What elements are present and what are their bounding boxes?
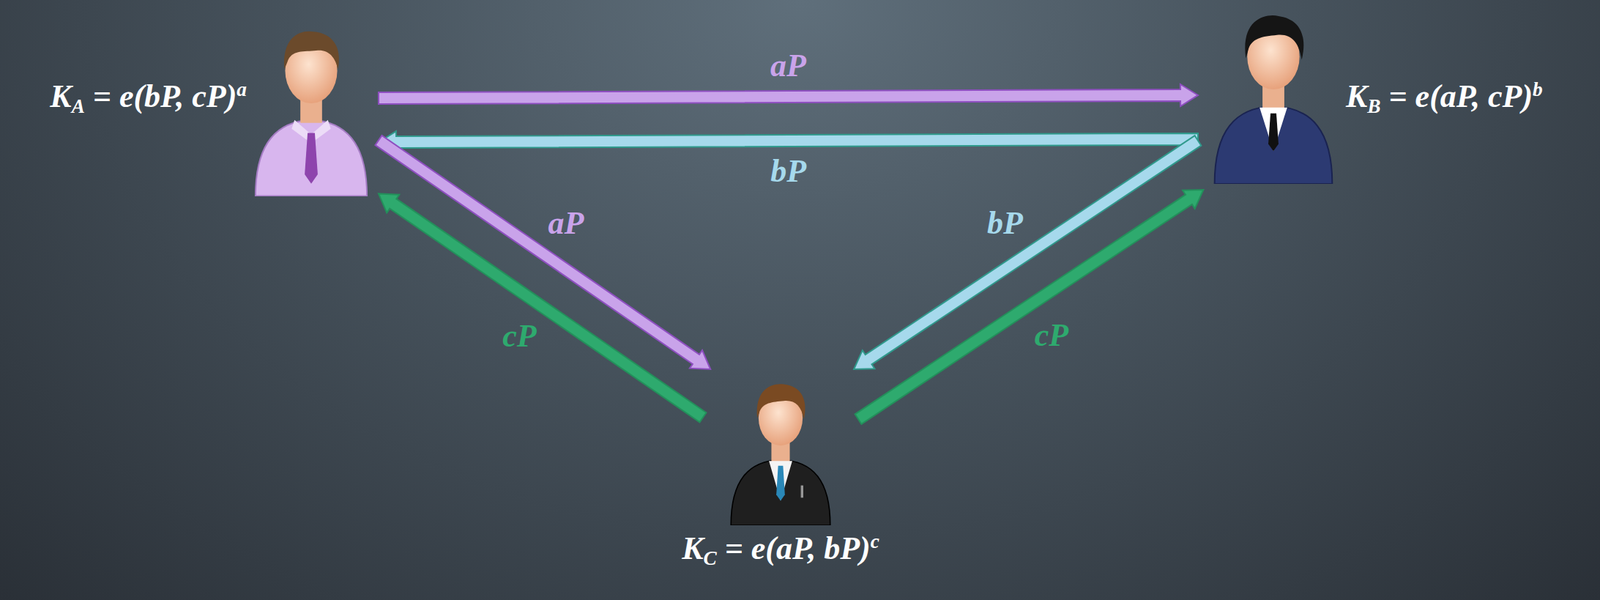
edge-label: bP xyxy=(770,153,807,189)
edge-label: cP xyxy=(1034,317,1069,353)
edge-label: aP xyxy=(770,48,807,84)
key-formula: KB = e(aP, cP)b xyxy=(1345,79,1543,115)
person-node: KC = e(aP, bP)c xyxy=(708,374,853,526)
key-formula: KA = e(bP, cP)a xyxy=(49,79,247,115)
key-formula: KC = e(aP, bP)c xyxy=(681,530,880,567)
person-icon xyxy=(1203,5,1343,184)
edge-label: aP xyxy=(548,205,585,241)
person-icon xyxy=(708,374,853,526)
message-arrow xyxy=(375,135,712,370)
person-node: KA = e(bP, cP)a xyxy=(249,18,373,197)
message-arrow xyxy=(378,193,707,422)
edge-label: bP xyxy=(987,205,1023,241)
person-icon xyxy=(249,18,373,197)
message-arrow xyxy=(855,189,1204,424)
edge-label: cP xyxy=(502,318,537,354)
message-arrow xyxy=(853,135,1201,370)
message-arrow xyxy=(378,84,1198,107)
message-arrow xyxy=(378,131,1198,154)
person-node: KB = e(aP, cP)b xyxy=(1203,5,1343,184)
